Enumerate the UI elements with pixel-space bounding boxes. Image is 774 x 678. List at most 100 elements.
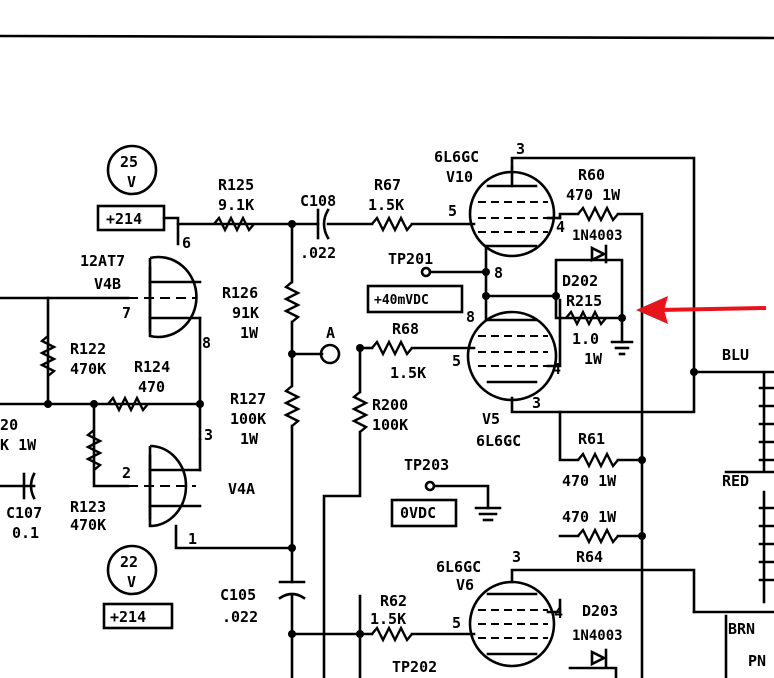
- page-top-border: [0, 34, 774, 40]
- tp201-circle: [420, 266, 432, 278]
- resistor-r122: [39, 335, 57, 377]
- annotation-arrow: [659, 306, 767, 312]
- v4b-ref: V4B: [94, 275, 121, 293]
- v5-pin3: 3: [532, 394, 541, 412]
- voltage-box-22: [102, 602, 174, 630]
- v6-ref: V6: [456, 576, 474, 594]
- diode-top-type: 1N4003: [572, 228, 623, 244]
- pn-label: PN: [748, 652, 766, 670]
- v10-ref: V10: [446, 168, 473, 186]
- r215-watt: 1W: [584, 350, 603, 368]
- voltage-box-mid: [366, 284, 464, 314]
- wire-v5-screen: [546, 298, 562, 368]
- r64-value: 470 1W: [562, 508, 617, 526]
- r125-ref: R125: [218, 176, 254, 194]
- wire-v6-screen: [546, 598, 562, 614]
- r200-value: 100K: [372, 416, 408, 434]
- resistor-r124: [107, 395, 149, 413]
- resistor-r126: [283, 281, 301, 323]
- tp201-label: TP201: [388, 250, 433, 268]
- wire-v4a-cathode: [174, 524, 294, 550]
- red-label: RED: [722, 472, 749, 490]
- c108-ref: C108: [300, 192, 336, 210]
- r122-value: 470K: [70, 360, 106, 378]
- resistor-r68: [371, 339, 413, 357]
- c107-ref: C107: [6, 504, 42, 522]
- v6-pin4: 4: [554, 604, 563, 622]
- r127-value: 100K: [230, 410, 266, 428]
- tube-v10: [468, 166, 562, 258]
- wire-v10-plate: [510, 156, 696, 374]
- v4b-pin7: 7: [122, 304, 131, 322]
- r200-ref: R200: [372, 396, 408, 414]
- r126-value: 91K: [232, 304, 259, 322]
- r126-watt: 1W: [240, 324, 259, 342]
- wire-v6-plate: [510, 568, 696, 614]
- v10-type: 6L6GC: [434, 148, 479, 166]
- annotation-arrowhead: [636, 296, 668, 324]
- tp22-unit: V: [127, 573, 136, 591]
- resistor-r60: [577, 205, 619, 223]
- r67-value: 1.5K: [368, 196, 404, 214]
- blu-label: BLU: [722, 346, 749, 364]
- wire-tp203: [432, 484, 490, 510]
- tube-v6: [468, 580, 556, 668]
- r68-ref: R68: [392, 320, 419, 338]
- v5-type: 6L6GC: [476, 432, 521, 450]
- r124-ref: R124: [134, 358, 170, 376]
- v4b-pin8: 8: [202, 334, 211, 352]
- v6-pin5: 5: [452, 614, 461, 632]
- d203-label: D203: [582, 602, 618, 620]
- tube-v5: [466, 310, 558, 402]
- wire-r60-right: [616, 212, 644, 678]
- voltage-mid-value: +40mVDC: [374, 293, 429, 308]
- v5-pin5: 5: [452, 352, 461, 370]
- wire-v10-screen: [558, 212, 580, 220]
- d203-box: [568, 666, 618, 678]
- node-a-label: A: [326, 324, 335, 342]
- r68-value: 1.5K: [390, 364, 426, 382]
- r60-ref: R60: [578, 166, 605, 184]
- resistor-r125: [213, 215, 255, 233]
- r62-value: 1.5K: [370, 610, 406, 628]
- r60-value: 470 1W: [566, 186, 621, 204]
- v4a-pin1: 1: [188, 530, 197, 548]
- v10-pin4: 4: [556, 218, 565, 236]
- d202-label: D202: [562, 272, 598, 290]
- tp201-pin: 8: [494, 264, 503, 282]
- connector-pins: [758, 386, 774, 582]
- v10-pin5: 5: [448, 202, 457, 220]
- r126-ref: R126: [222, 284, 258, 302]
- c108-value: .022: [300, 244, 336, 262]
- v5-pin4: 4: [552, 360, 561, 378]
- tp22-number: 22: [120, 553, 138, 571]
- v6-pin3: 3: [512, 548, 521, 566]
- r62-ref: R62: [380, 592, 407, 610]
- r67-ref: R67: [374, 176, 401, 194]
- node-a-circle: [319, 343, 341, 365]
- v4a-pin3: 3: [204, 426, 213, 444]
- r125-value: 9.1K: [218, 196, 254, 214]
- tp25-number: 25: [120, 153, 138, 171]
- resistor-r61: [577, 451, 619, 469]
- tp203-label: TP203: [404, 456, 449, 474]
- v10-pin3: 3: [516, 140, 525, 158]
- v4a-pin2: 2: [122, 464, 131, 482]
- testpoint-25-circle: [106, 144, 158, 196]
- r127-ref: R127: [230, 390, 266, 408]
- tp25-unit: V: [127, 173, 136, 191]
- resistor-r123: [85, 429, 103, 471]
- r215-value: 1.0: [572, 330, 599, 348]
- r215-ref: R215: [566, 292, 602, 310]
- c105-ref: C105: [220, 586, 256, 604]
- v4b-type: 12AT7: [80, 252, 125, 270]
- diode-d202: [590, 244, 608, 264]
- capacitor-c107: [22, 472, 36, 500]
- resistor-r127: [283, 385, 301, 427]
- resistor-r67: [371, 215, 413, 233]
- r64-ref: R64: [576, 548, 603, 566]
- r120-value: 22K 1W: [0, 436, 37, 454]
- testpoint-22-circle: [106, 544, 158, 596]
- ground-tp203: [474, 506, 502, 522]
